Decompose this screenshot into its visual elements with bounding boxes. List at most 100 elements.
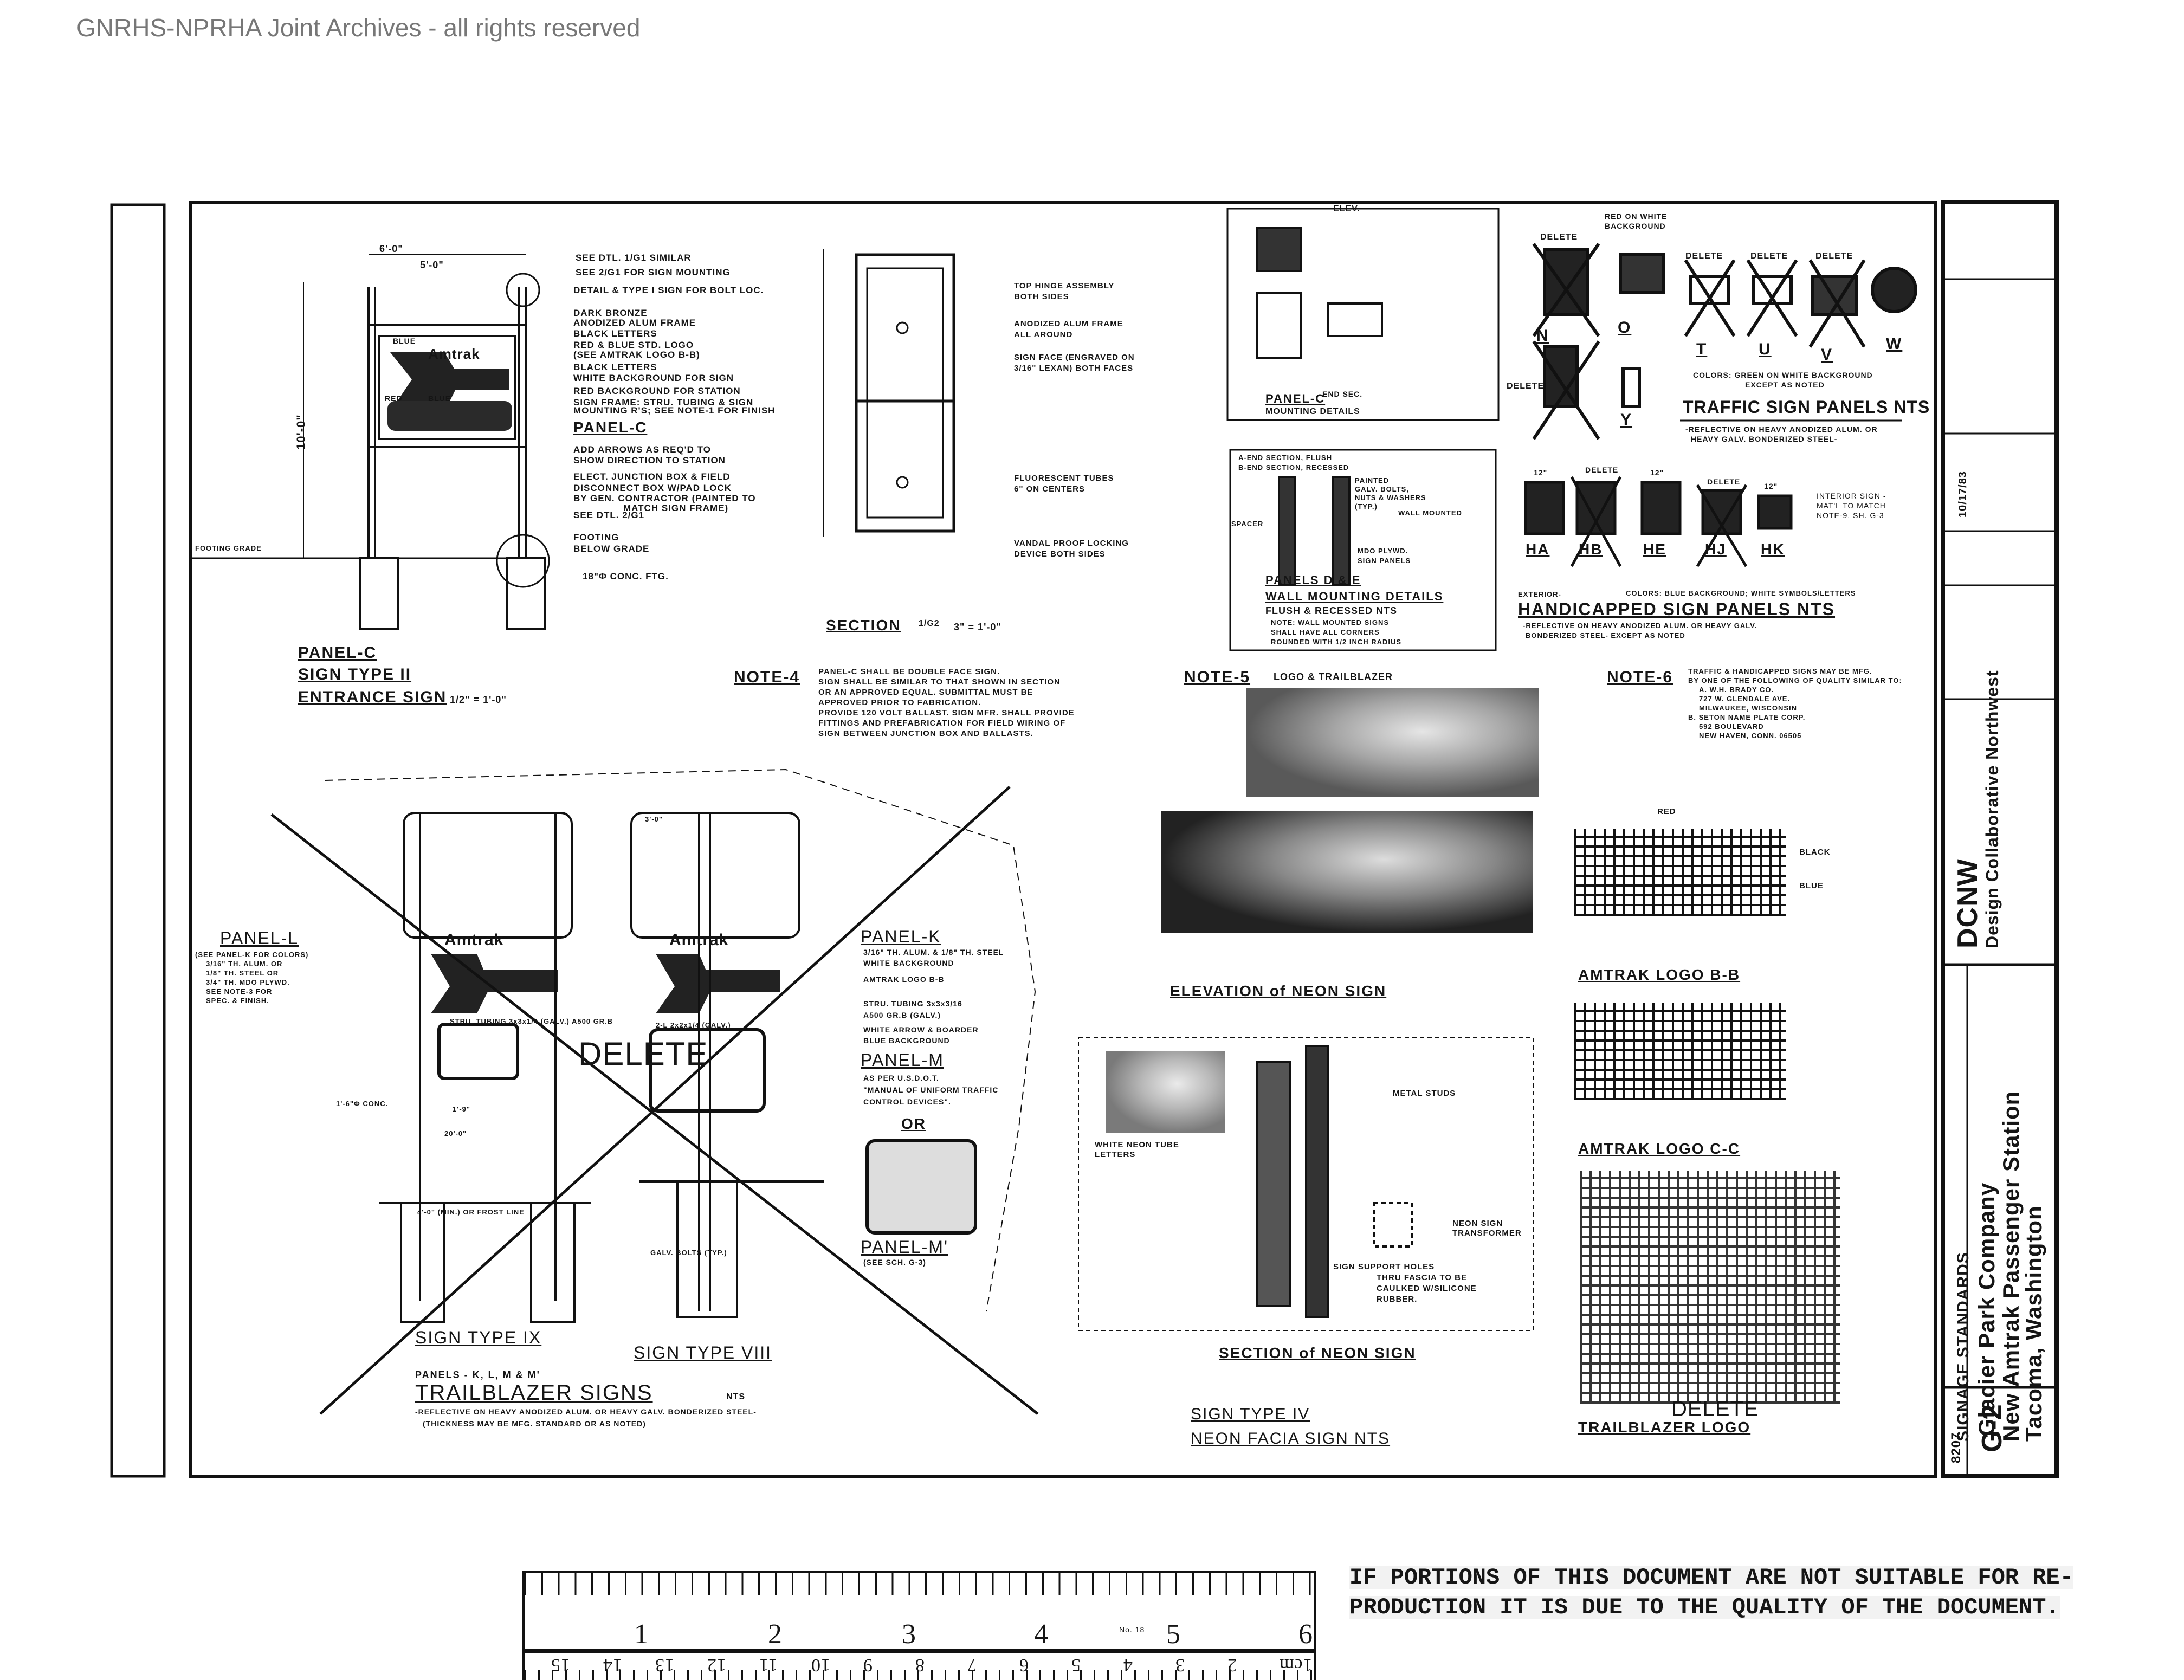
neon-label: TRANSFORMER: [1452, 1229, 1522, 1238]
panel-m-label: PANEL-M: [861, 1050, 944, 1070]
drawing-date: 10/17/83: [1957, 471, 1969, 518]
note-4-label: NOTE-4: [734, 668, 800, 686]
neon-label: SIGN SUPPORT HOLES: [1333, 1262, 1435, 1271]
section-callout: 6" ON CENTERS: [1014, 484, 1085, 494]
panel-m-prime-label: PANEL-M': [861, 1237, 948, 1257]
neon-section-title: SECTION of NEON SIGN: [1219, 1345, 1416, 1361]
section-callout: BOTH SIDES: [1014, 292, 1069, 301]
trailblazer-dimension: 1'-9": [453, 1105, 471, 1113]
color-label-red: RED: [385, 394, 403, 403]
ruler-cm-number: 9: [863, 1655, 873, 1675]
panels-de-title: PANELS D & E: [1265, 573, 1361, 587]
trailblazer-dimension: STRU. TUBING 3x3x1/4 (GALV.) A500 GR.B: [450, 1017, 613, 1025]
amtrak-logo-cc-title: AMTRAK LOGO C-C: [1578, 1140, 1741, 1157]
ruler-label: No. 18: [1119, 1625, 1145, 1634]
panel-c-callout: 18"Φ CONC. FTG.: [583, 571, 669, 581]
note-6-line: 592 BOULEVARD: [1699, 722, 1764, 731]
note-6-line: MILWAUKEE, WISCONSIN: [1699, 704, 1798, 712]
panel-c-callout: SEE 2/G1 FOR SIGN MOUNTING: [576, 267, 731, 277]
delete-mark: DELETE: [1815, 251, 1853, 261]
handicapped-panel-label: HK: [1761, 541, 1785, 558]
de-wall-note: ROUNDED WITH 1/2 INCH RADIUS: [1271, 638, 1402, 646]
panel-l-label: PANEL-L: [220, 928, 299, 948]
disclaimer-line-2: PRODUCTION IT IS DUE TO THE QUALITY OF T…: [1349, 1594, 2060, 1620]
handicapped-spec: BONDERIZED STEEL- EXCEPT AS NOTED: [1526, 631, 1685, 639]
de-label: SPACER: [1231, 520, 1264, 528]
delete-mark: DELETE: [1585, 466, 1619, 474]
neon-facia-sign-title: NEON FACIA SIGN NTS: [1191, 1430, 1391, 1448]
interior-sign-note: MAT'L TO MATCH: [1817, 501, 1886, 510]
inch-ruler: [522, 1571, 1316, 1651]
client-name: Glacier Park Company: [1974, 1182, 1999, 1436]
delete-mark: DELETE: [1750, 251, 1788, 261]
section-callout: DEVICE BOTH SIDES: [1014, 550, 1106, 559]
elev-label: ELEV.: [1333, 204, 1360, 214]
note-5-line: LOGO & TRAILBLAZER: [1274, 671, 1393, 682]
section-scale: 3" = 1'-0": [954, 622, 1001, 632]
trailblazer-signs-title: TRAILBLAZER SIGNS: [415, 1381, 653, 1405]
panel-m-note: "MANUAL OF UNIFORM TRAFFIC: [863, 1085, 999, 1094]
trailblazer-drawing: [270, 768, 1039, 1415]
section-drawing: [823, 249, 955, 537]
de-label: PAINTED: [1355, 476, 1390, 484]
traffic-panel-letter: Y: [1620, 411, 1633, 429]
panel-k-note: STRU. TUBING 3x3x3/16: [863, 999, 962, 1008]
handicapped-panel-label: HB: [1579, 541, 1603, 558]
panel-m-note: AS PER U.S.D.O.T.: [863, 1074, 939, 1082]
neon-section-smudge: [1106, 1051, 1225, 1133]
panel-k-note: BLUE BACKGROUND: [863, 1036, 950, 1045]
panel-c-callout: (SEE AMTRAK LOGO B-B): [573, 350, 700, 360]
delete-mark: DELETE: [1507, 382, 1545, 391]
traffic-sign-panels-title: TRAFFIC SIGN PANELS NTS: [1683, 397, 1930, 417]
panel-c-callout: DISCONNECT BOX W/PAD LOCK: [573, 483, 732, 493]
note-4-line: PANEL-C SHALL BE DOUBLE FACE SIGN.: [818, 667, 1000, 676]
de-label: SIGN PANELS: [1358, 557, 1411, 565]
delete-mark: DELETE: [1540, 232, 1578, 242]
note-6-label: NOTE-6: [1607, 668, 1673, 686]
ruler-cm-number: 5: [1071, 1655, 1081, 1675]
panel-c-callout: BLACK LETTERS: [573, 328, 657, 339]
project-name: New Amtrak Passenger Station: [1998, 1090, 2024, 1442]
wall-mounting-title: WALL MOUNTING DETAILS: [1265, 590, 1444, 603]
neon-section-drawing: [1078, 1037, 1534, 1331]
neon-label: CAULKED W/SILICONE: [1377, 1284, 1477, 1293]
note-4-line: FITTINGS AND PREFABRICATION FOR FIELD WI…: [818, 719, 1066, 728]
mounting-details-title: MOUNTING DETAILS: [1265, 407, 1360, 416]
section-callout: SIGN FACE (ENGRAVED ON: [1014, 353, 1135, 362]
dim-height: 10'-0": [294, 414, 308, 450]
de-note: B-END SECTION, RECESSED: [1238, 463, 1349, 471]
panel-c-callout: DETAIL & TYPE I SIGN FOR BOLT LOC.: [573, 285, 764, 295]
panel-c-callout: ANODIZED ALUM FRAME: [573, 318, 696, 328]
delete-mark: DELETE: [1707, 477, 1741, 486]
note-6-line: A. W.H. BRADY CO.: [1699, 686, 1774, 694]
note-6-line: 727 W. GLENDALE AVE.: [1699, 695, 1791, 703]
de-wall-note: SHALL HAVE ALL CORNERS: [1271, 628, 1380, 636]
panel-m-prime-note: (SEE SCH. G-3): [863, 1258, 926, 1267]
trailblazer-dimension: GALV. BOLTS (TYP.): [650, 1249, 727, 1257]
dim-overall-width: 6'-0": [379, 243, 403, 254]
trailblazer-nts: NTS: [726, 1392, 745, 1401]
neon-sign-elevation-image: [1161, 811, 1533, 933]
sheet-title: SIGNAGE STANDARDS: [1954, 1252, 1972, 1442]
color-label-blue: BLUE: [428, 394, 451, 403]
panel-c-callout: SIGN FRAME: STRU. TUBING & SIGN: [573, 397, 754, 408]
traffic-spec: HEAVY GALV. BONDERIZED STEEL-: [1691, 435, 1838, 443]
trailblazer-logo-grid: [1580, 1171, 1840, 1404]
ruler-inch-number: 5: [1166, 1619, 1181, 1650]
handicapped-panel-label: HJ: [1705, 541, 1727, 558]
neon-label: NEON SIGN: [1452, 1219, 1503, 1228]
sign-type-ix: SIGN TYPE IX: [415, 1328, 542, 1347]
amtrak-logo-bb-title: AMTRAK LOGO B-B: [1578, 966, 1741, 983]
note-4-line: SIGN BETWEEN JUNCTION BOX AND BALLASTS.: [818, 729, 1033, 738]
note-5-smudge: [1246, 688, 1539, 797]
panel-c-callout: MATCH SIGN FRAME): [623, 503, 729, 513]
ruler-cm-number: 4: [1123, 1655, 1133, 1675]
neon-label: RUBBER.: [1377, 1295, 1418, 1304]
section-callout: 3/16" LEXAN) BOTH FACES: [1014, 364, 1134, 373]
panel-l-note: (SEE PANEL-K FOR COLORS): [195, 951, 309, 959]
panel-c-callout: ELECT. JUNCTION BOX & FIELD: [573, 471, 731, 482]
panel-c-elevation-drawing: [192, 254, 550, 630]
traffic-colors-note: EXCEPT AS NOTED: [1745, 380, 1825, 389]
